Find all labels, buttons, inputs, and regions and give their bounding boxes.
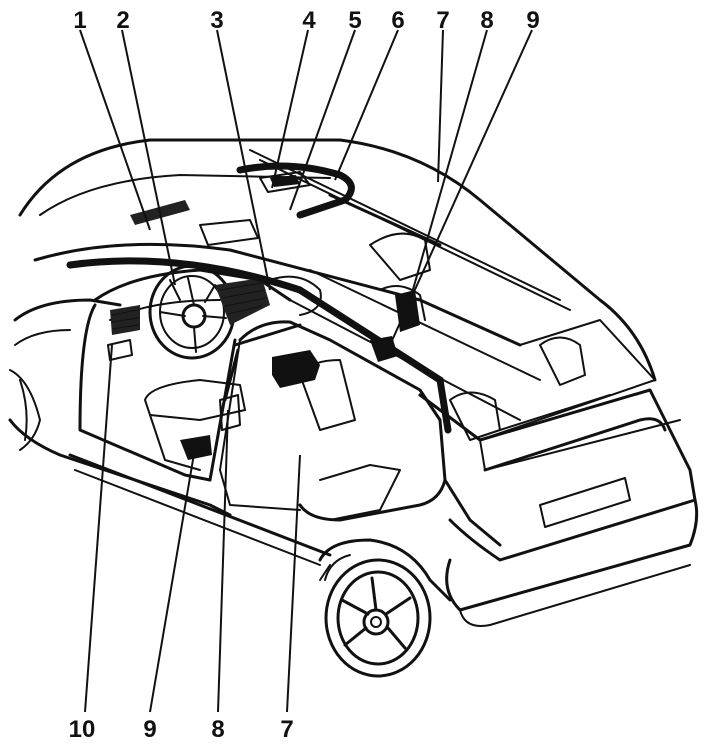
callout-3: 3 [210,7,223,34]
airbag-components [107,171,420,460]
callout-10-bottom: 10 [69,716,96,743]
top-callouts: 1 2 3 4 5 6 7 8 9 [73,7,539,34]
callout-1: 1 [73,7,86,34]
callout-5: 5 [348,7,361,34]
car-body [8,138,699,627]
curtain-airbags [66,162,452,434]
callout-8: 8 [480,7,493,34]
callout-6: 6 [391,7,404,34]
callout-7-bottom: 7 [280,716,293,743]
callout-9: 9 [526,7,539,34]
bottom-callouts: 10 9 8 7 [69,716,294,743]
car-interior [93,232,611,521]
callout-8-bottom: 8 [211,716,224,743]
callout-7: 7 [436,7,449,34]
leader-lines [79,29,533,713]
callout-2: 2 [116,7,129,34]
rear-wheel [324,554,432,678]
steering-wheel [148,264,236,360]
callout-4: 4 [302,7,316,34]
callout-9-bottom: 9 [143,716,156,743]
